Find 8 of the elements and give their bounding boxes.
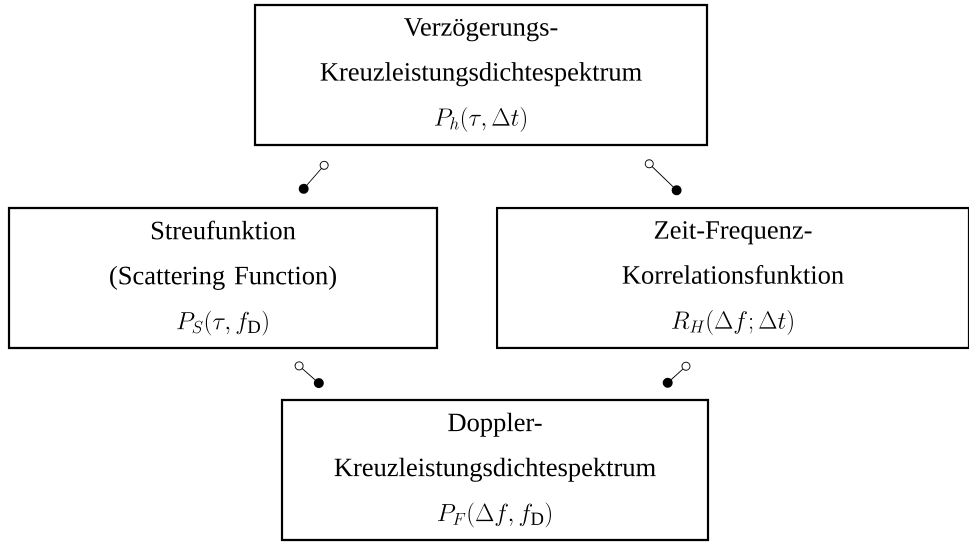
correspondence-connector [294,361,324,388]
text-box: Doppler- Kreuzleistungsdichtespektrum $P_F(\Delta f, f_{\mathrm{D}})$ [280,398,710,542]
text-box: Streufunktion (Scattering Function) $P_S(\tau, f_{\mathrm{D}})$ [8,206,438,350]
correspondence-connector [644,159,682,196]
text-box: Zeit-Frequenz- Korrelationsfunktion $R_H(\Delta f; \Delta t)$ [496,206,969,350]
text-box: Verzögerungs- Kreuzleistungsdichtespektrum $P_h(\tau, \Delta t)$ [254,4,708,146]
correspondence-connector [662,362,690,388]
correspondence-connector [298,160,329,194]
